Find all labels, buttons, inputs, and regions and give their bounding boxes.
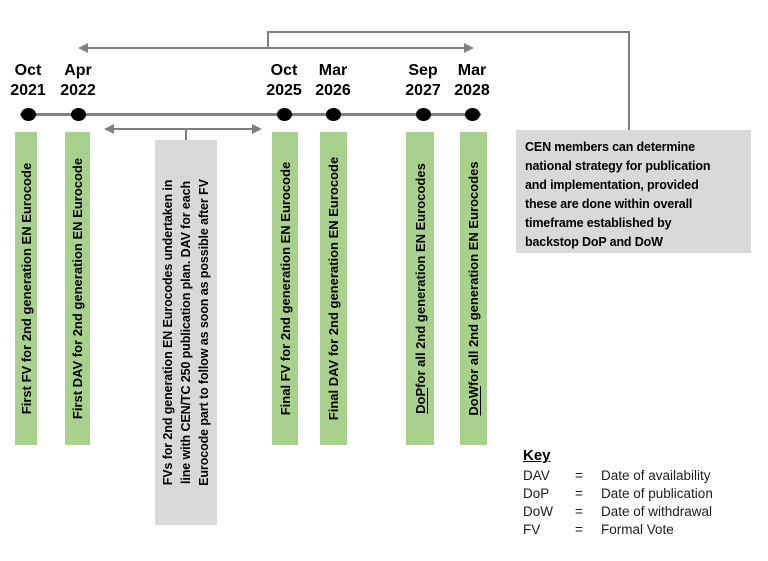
milestone-bar-label: Final FV for 2nd generation EN Eurocode [277, 161, 293, 416]
date-label: Sep 2027 [395, 61, 451, 101]
date-year: 2028 [454, 82, 490, 99]
timeline-dot [416, 108, 431, 121]
date-label: Oct 2025 [256, 61, 312, 101]
milestone-bar: DoW for all 2nd generation EN Eurocodes [460, 132, 487, 445]
key-equals: = [575, 486, 583, 501]
date-label: Mar 2026 [305, 61, 361, 101]
arrowhead-right-icon [464, 43, 474, 53]
cen-connector-horizontal [267, 31, 630, 33]
date-year: 2027 [405, 82, 441, 99]
key-definition: Date of availability [601, 468, 711, 483]
cen-connector-drop-left [267, 31, 269, 48]
arrowhead-left-icon [104, 124, 114, 134]
date-month: Mar [457, 62, 487, 79]
arrowhead-left-icon [78, 43, 88, 53]
key-abbr: DoW [523, 504, 553, 519]
date-month: Mar [318, 62, 348, 79]
overall-timeframe-arrow [86, 47, 466, 49]
key-row: DAV = Date of availability [523, 467, 713, 485]
timeline-dot [21, 108, 36, 121]
key-title: Key [523, 447, 551, 464]
milestone-bar-label: First DAV for 2nd generation EN Eurocode [70, 157, 85, 420]
date-label: Oct 2021 [0, 61, 56, 101]
key-equals: = [575, 522, 583, 537]
date-year: 2022 [60, 82, 96, 99]
date-month: Sep [408, 62, 438, 79]
date-label: Apr 2022 [50, 61, 106, 101]
key-abbr: DAV [523, 468, 550, 483]
milestone-bar: DoP for all 2nd generation EN Eurocodes [406, 132, 434, 445]
key-definition: Date of withdrawal [601, 504, 713, 519]
milestone-bar: Final DAV for 2nd generation EN Eurocode [320, 132, 347, 445]
date-month: Apr [64, 62, 92, 79]
milestone-bar-label: DoW for all 2nd generation EN Eurocodes [466, 161, 481, 416]
key-abbr: FV [523, 522, 541, 537]
milestone-bar: First FV for 2nd generation EN Eurocode [15, 132, 37, 445]
milestone-bar: Final FV for 2nd generation EN Eurocode [272, 132, 298, 445]
arrowhead-right-icon [252, 124, 262, 134]
date-year: 2026 [315, 82, 351, 99]
key-abbr: DoP [523, 486, 550, 501]
cen-note-box: CEN members can determine national strat… [516, 130, 751, 253]
key-row: DoP = Date of publication [523, 485, 713, 503]
date-year: 2021 [10, 82, 46, 99]
key-row: DoW = Date of withdrawal [523, 503, 713, 521]
fv-note-box: FVs for 2nd generation EN Eurocodes unde… [155, 140, 217, 525]
milestone-bar: First DAV for 2nd generation EN Eurocode [65, 132, 90, 445]
key-equals: = [575, 504, 583, 519]
cen-connector-drop-right [628, 31, 630, 131]
milestone-bar-label: Final DAV for 2nd generation EN Eurocode [326, 156, 341, 421]
milestone-bar-label: DoP for all 2nd generation EN Eurocodes [412, 163, 428, 414]
underlined-abbr: DoP [412, 387, 428, 414]
fv-note-text: FVs for 2nd generation EN Eurocodes unde… [161, 179, 211, 486]
timeline-axis [20, 113, 481, 116]
key-equals: = [575, 468, 583, 483]
timeline-dot [71, 108, 86, 121]
key-definition: Formal Vote [601, 522, 674, 537]
milestone-bar-label: First FV for 2nd generation EN Eurocode [18, 162, 34, 415]
timeline-dot [326, 108, 341, 121]
key-definition: Date of publication [601, 486, 713, 501]
underlined-abbr: DoW [466, 386, 481, 416]
fv-period-arrow [112, 128, 252, 130]
date-month: Oct [270, 62, 298, 79]
fv-note-stem [185, 129, 187, 141]
timeline-dot [277, 108, 292, 121]
date-year: 2025 [266, 82, 302, 99]
key-row: FV = Formal Vote [523, 521, 713, 539]
date-label: Mar 2028 [444, 61, 500, 101]
timeline-dot [465, 108, 480, 121]
date-month: Oct [14, 62, 42, 79]
